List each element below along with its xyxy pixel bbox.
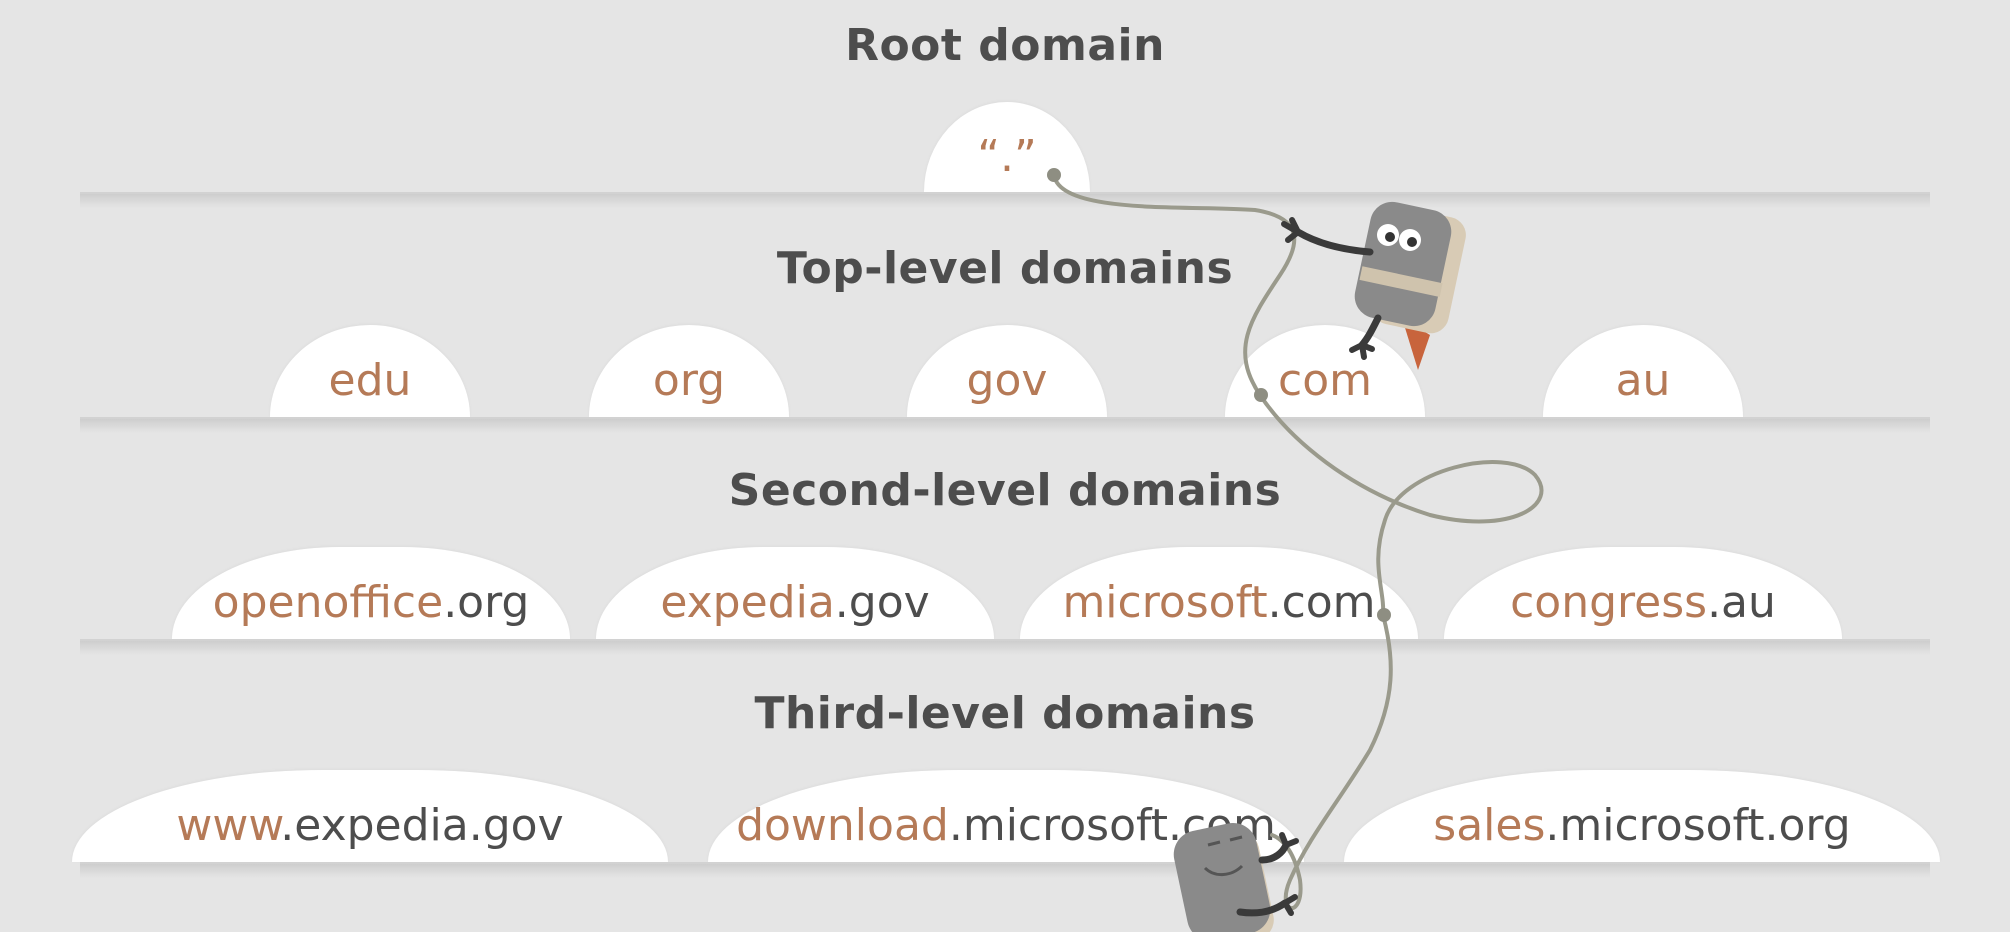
tld-label: au (1615, 354, 1671, 406)
third-suffix: .microsoft.org (1545, 799, 1851, 851)
rope-path (1052, 173, 1544, 911)
tld-label: gov (966, 354, 1048, 406)
rope-anchor-tld (1254, 388, 1268, 402)
tld-label: org (652, 354, 726, 406)
sld-highlight: microsoft (1062, 576, 1268, 628)
third-node-sales: sales.microsoft.org (1344, 770, 1940, 862)
rope-anchor-root (1047, 168, 1061, 182)
third-highlight: sales (1433, 799, 1546, 851)
sld-node-openoffice: openoffice.org (172, 547, 570, 639)
third-level-shelf (80, 862, 1930, 878)
tld-label: edu (328, 354, 412, 406)
sld-suffix: .com (1267, 576, 1376, 628)
third-highlight: download (736, 799, 949, 851)
tld-label: com (1278, 354, 1372, 406)
rope-anchor-sld (1377, 608, 1391, 622)
sld-node-microsoft: microsoft.com (1020, 547, 1418, 639)
top-level-shelf (80, 417, 1930, 433)
third-suffix: .expedia.gov (280, 799, 564, 851)
third-level-title: Third-level domains (754, 688, 1256, 739)
third-highlight: www (176, 799, 281, 851)
second-level-title: Second-level domains (728, 465, 1282, 516)
sld-highlight: expedia (660, 576, 835, 628)
sld-node-expedia: expedia.gov (596, 547, 994, 639)
sld-highlight: openoffice (212, 576, 444, 628)
sld-node-congress: congress.au (1444, 547, 1842, 639)
sld-suffix: .org (443, 576, 530, 628)
third-node-download: download.microsoft.com (708, 770, 1304, 862)
sld-suffix: .gov (834, 576, 930, 628)
root-domain-label: “.” (977, 130, 1037, 182)
second-level-shelf (80, 639, 1930, 655)
root-domain-title: Root domain (845, 20, 1165, 71)
sld-highlight: congress (1510, 576, 1708, 628)
robot-character-top (1281, 201, 1466, 370)
top-level-title: Top-level domains (776, 243, 1234, 294)
root-shelf (80, 192, 1930, 208)
sld-suffix: .au (1707, 576, 1776, 628)
robot-character-bottom (1173, 822, 1299, 932)
